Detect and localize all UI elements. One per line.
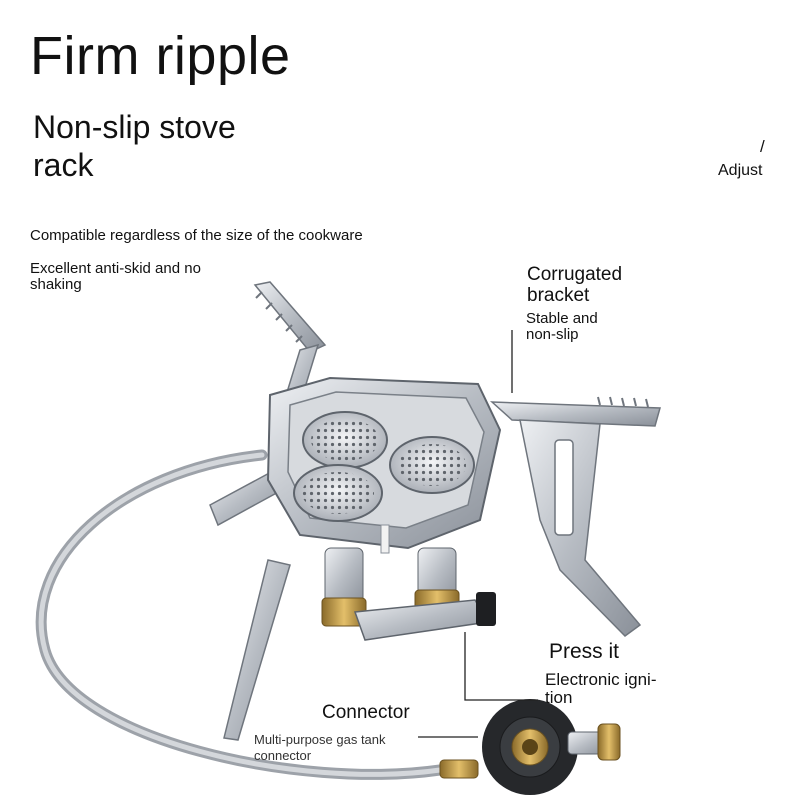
bracket-desc: Stable and non-slip — [526, 310, 598, 343]
connector-desc: Multi-purpose gas tank connector — [254, 732, 386, 763]
subheadline: Non-slip stove rack — [33, 109, 236, 183]
left-leg — [223, 559, 291, 741]
antiskid-note: Excellent anti-skid and no shaking — [30, 260, 201, 293]
ignition-button — [476, 592, 496, 626]
ignition-base — [353, 599, 490, 641]
adjust-slash: / — [760, 137, 765, 156]
gas-connector — [439, 699, 621, 795]
callout-lines — [418, 330, 538, 738]
right-pot-support — [489, 401, 661, 637]
adjust-label: Adjust — [718, 162, 763, 179]
headline: Firm ripple — [30, 26, 291, 86]
compatible-note: Compatible regardless of the size of the… — [30, 227, 363, 244]
connector-title: Connector — [322, 702, 410, 723]
burner-heads — [293, 411, 475, 522]
ignition-desc: Electronic igni- tion — [545, 670, 657, 707]
valve-left — [324, 547, 364, 607]
bracket-title: Corrugated bracket — [527, 264, 623, 306]
ignition-title: Press it — [549, 640, 620, 663]
